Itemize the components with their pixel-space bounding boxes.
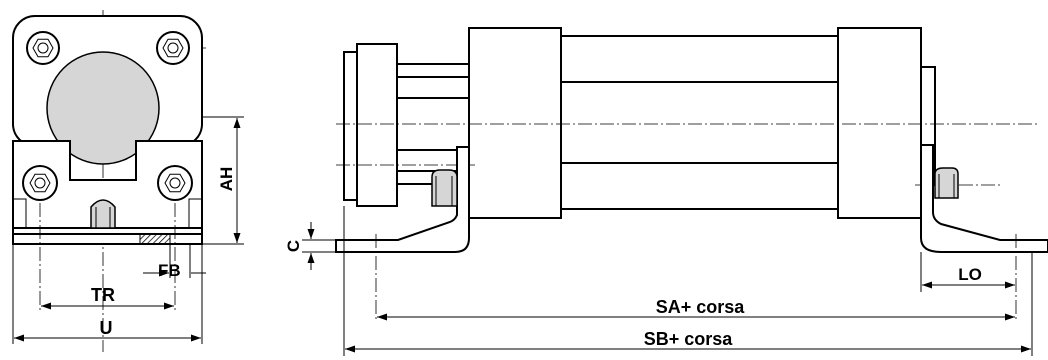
label-lo: LO bbox=[958, 265, 982, 284]
label-sb: SB+ corsa bbox=[644, 329, 734, 349]
dimension-lo bbox=[920, 252, 1015, 292]
front-head bbox=[468, 27, 562, 219]
dimension-sb bbox=[343, 206, 1033, 356]
rod-segment-top bbox=[396, 63, 470, 78]
label-tr: TR bbox=[91, 285, 115, 305]
left-foot-screw bbox=[431, 169, 458, 207]
rod-circle bbox=[46, 51, 160, 165]
rod-segment-upper bbox=[396, 76, 470, 99]
rear-head bbox=[837, 27, 922, 219]
label-c: C bbox=[284, 240, 303, 252]
right-foot-bracket bbox=[920, 144, 1048, 253]
rod-guide bbox=[356, 43, 398, 207]
left-foot-bracket bbox=[335, 146, 470, 253]
mounting-screw bbox=[90, 199, 116, 229]
right-foot-screw bbox=[934, 167, 959, 199]
dimension-u bbox=[12, 244, 203, 344]
label-u: U bbox=[100, 318, 113, 338]
side-view: C LO SA+ corsa SB+ corsa bbox=[284, 27, 1048, 356]
bolt-bottom-right-icon bbox=[157, 165, 193, 201]
bolt-top-right-icon bbox=[156, 31, 190, 65]
bolt-bottom-left-icon bbox=[22, 165, 58, 201]
dimension-c bbox=[302, 222, 336, 270]
dimension-tr bbox=[39, 203, 176, 312]
label-ah: AH bbox=[217, 167, 236, 192]
dimension-fb bbox=[143, 244, 206, 278]
foot-base bbox=[12, 233, 203, 245]
bolt-top-left-icon bbox=[26, 31, 60, 65]
label-fb: FB bbox=[158, 261, 181, 280]
front-view: AH FB TR U bbox=[12, 10, 244, 352]
dimension-ah bbox=[203, 116, 244, 245]
label-sa: SA+ corsa bbox=[656, 297, 746, 317]
tie-rods bbox=[559, 35, 839, 210]
